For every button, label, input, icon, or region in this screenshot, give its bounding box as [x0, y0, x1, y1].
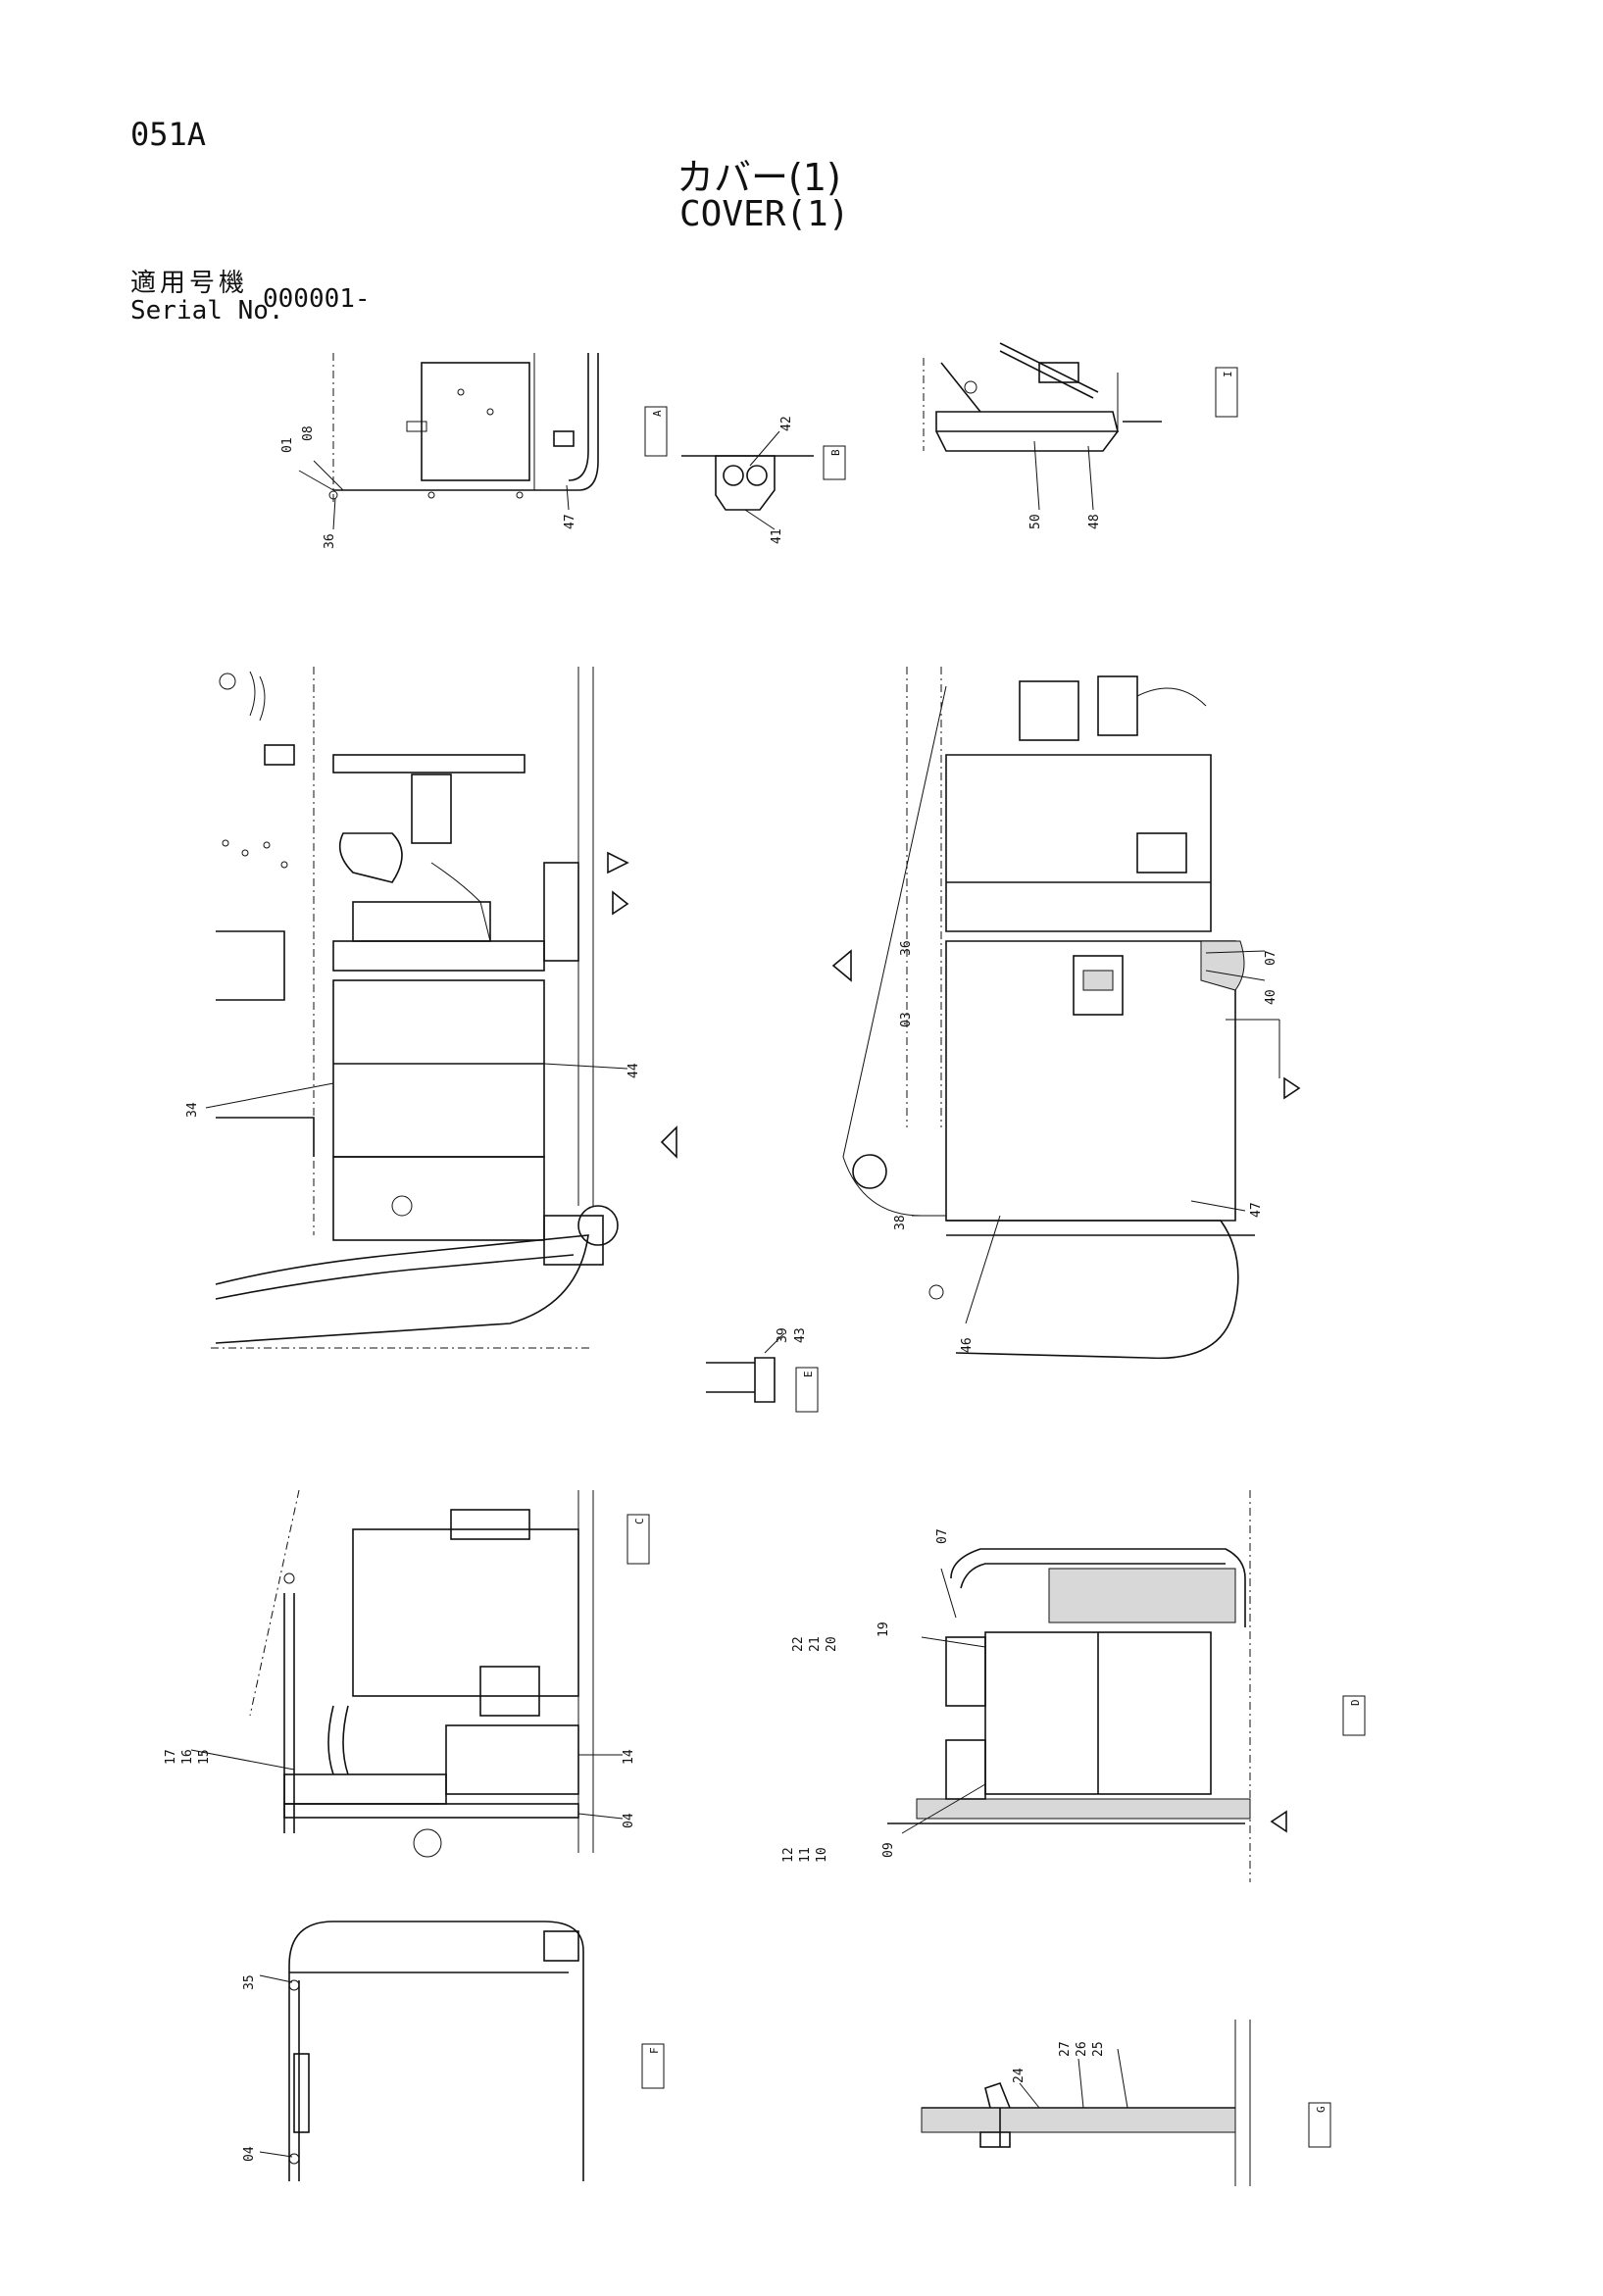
- callout: 10: [815, 1847, 829, 1863]
- section-tag-letter: E: [802, 1371, 815, 1377]
- callout: 46: [960, 1337, 975, 1353]
- callout: 20: [825, 1636, 839, 1652]
- callout: 03: [899, 1012, 914, 1027]
- callout: 04: [622, 1813, 636, 1828]
- callout: 36: [323, 533, 337, 549]
- section-tag-letter: A: [651, 410, 664, 417]
- callout: 15: [197, 1749, 212, 1765]
- callout: 09: [881, 1842, 896, 1858]
- callout: 41: [770, 528, 784, 544]
- page-code: 051A: [130, 116, 207, 153]
- section-tag-b: B: [823, 445, 846, 480]
- callout: 17: [164, 1749, 178, 1765]
- callout: 25: [1091, 2041, 1106, 2057]
- callout: 40: [1264, 989, 1278, 1005]
- view-g: [921, 2020, 1251, 2186]
- view-f: [259, 1921, 584, 2181]
- section-tag-letter: F: [648, 2047, 661, 2054]
- section-tag-letter: I: [1222, 371, 1234, 377]
- callout-group-g: 27 26 25 24: [1012, 2041, 1106, 2083]
- page-title-jp: カバー(1): [676, 156, 841, 199]
- callout: 24: [1012, 2068, 1027, 2083]
- callout: 14: [622, 1749, 636, 1765]
- view-right: [831, 667, 1301, 1360]
- section-tag-letter: C: [633, 1518, 646, 1524]
- callout: 27: [1058, 2041, 1073, 2057]
- view-i: [923, 342, 1162, 511]
- section-tag-f: F: [641, 2043, 665, 2089]
- callout-group-right: 36 07 03 40 38 46 47: [893, 940, 1278, 1353]
- callout-group-c: 17 16 15 14 04: [164, 1749, 636, 1828]
- callout-group-f: 35 04: [242, 1974, 257, 2162]
- callout: 12: [781, 1847, 796, 1863]
- callout: 19: [877, 1622, 891, 1637]
- callout-group-i: 50 48: [1028, 514, 1102, 529]
- view-c: [190, 1489, 624, 1858]
- section-tag-letter: D: [1349, 1699, 1362, 1706]
- callout: 47: [563, 514, 577, 529]
- callout: 44: [626, 1063, 641, 1078]
- callout: 07: [1264, 950, 1278, 966]
- callout: 36: [899, 940, 914, 956]
- serial-label-jp: 適用号機: [130, 269, 249, 298]
- callout: 34: [185, 1102, 200, 1118]
- section-tag-letter: G: [1315, 2106, 1327, 2113]
- section-tag-g: G: [1308, 2102, 1331, 2148]
- callout-group-b: 42 41: [770, 416, 794, 544]
- section-tag-e: E: [795, 1367, 819, 1413]
- callout: 35: [242, 1974, 257, 1990]
- view-d: [887, 1490, 1287, 1882]
- callout-group-main: 34 44: [185, 1063, 641, 1118]
- callout: 11: [798, 1847, 813, 1863]
- callout: 38: [893, 1215, 908, 1230]
- callout: 08: [301, 425, 316, 441]
- section-tag-a: A: [644, 406, 668, 457]
- view-a: [298, 353, 599, 530]
- serial-label-en: Serial No.: [130, 296, 284, 325]
- callout: 39: [776, 1327, 790, 1343]
- serial-value: 000001-: [263, 284, 371, 314]
- callout: 04: [242, 2146, 257, 2162]
- callout: 50: [1028, 514, 1043, 529]
- section-tag-letter: B: [829, 449, 842, 456]
- view-b: [681, 430, 814, 530]
- callout: 01: [280, 437, 295, 453]
- section-tag-d: D: [1342, 1695, 1366, 1736]
- callout: 22: [791, 1636, 806, 1652]
- view-main: [205, 667, 677, 1349]
- callout: 42: [779, 416, 794, 431]
- callout: 26: [1075, 2041, 1089, 2057]
- callout-group-d: 07 22 21 20 19 12 11 10 09: [781, 1528, 950, 1863]
- callout: 48: [1087, 514, 1102, 529]
- callout-group-e: 39 43: [776, 1327, 808, 1343]
- page-title-en: COVER(1): [679, 194, 850, 234]
- callout: 43: [793, 1327, 808, 1343]
- detail-e: [706, 1332, 785, 1403]
- callout: 21: [808, 1636, 823, 1652]
- section-tag-c: C: [626, 1514, 650, 1565]
- callout-group-a: 01 08 36 47: [280, 425, 577, 549]
- callout: 47: [1249, 1202, 1264, 1218]
- callout: 07: [935, 1528, 950, 1544]
- section-tag-i: I: [1215, 367, 1238, 418]
- callout: 16: [180, 1749, 195, 1765]
